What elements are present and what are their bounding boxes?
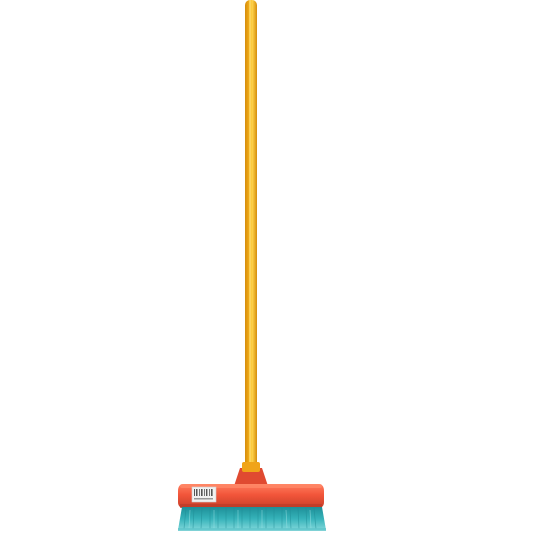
broom-bristles [178, 507, 326, 531]
broom-socket [234, 462, 268, 486]
barcode-label [191, 486, 217, 503]
broom-handle [245, 0, 257, 470]
